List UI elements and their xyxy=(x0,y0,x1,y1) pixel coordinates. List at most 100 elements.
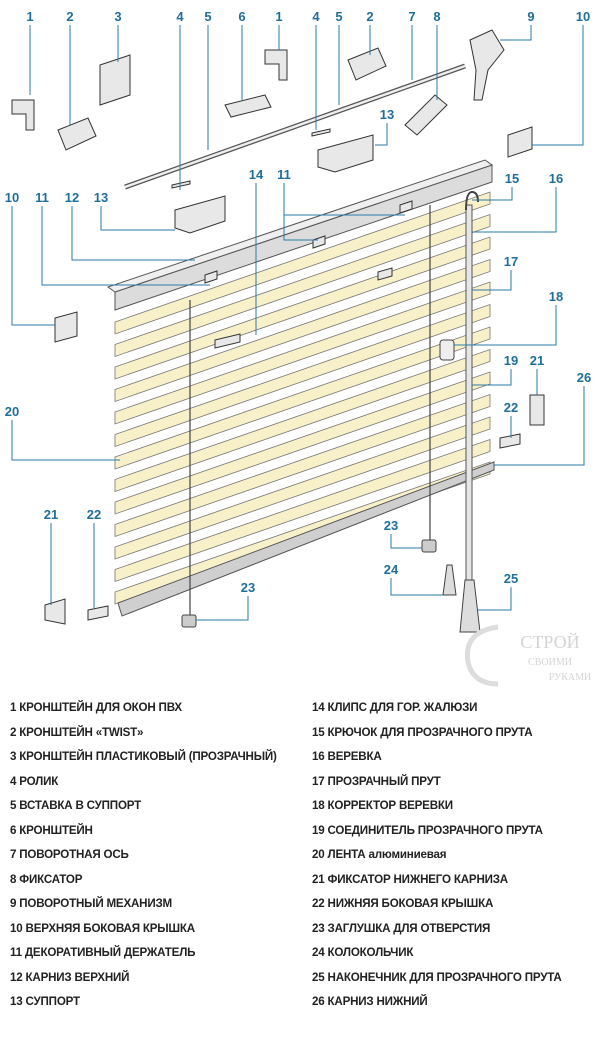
legend-item: 20 ЛЕНТА алюминиевая xyxy=(312,848,447,861)
top-end-cap-icon xyxy=(54,311,78,343)
support-icon xyxy=(317,134,374,173)
legend-item: 4 РОЛИК xyxy=(10,774,59,788)
callout-number: 9 xyxy=(527,9,534,24)
legend-item: 17 ПРОЗРАЧНЫЙ ПРУТ xyxy=(312,774,441,788)
bracket-icon xyxy=(224,94,272,118)
tilt-mechanism-icon xyxy=(469,29,505,101)
rod-tip xyxy=(459,579,481,633)
callout-number: 6 xyxy=(238,9,245,24)
slat xyxy=(114,213,491,358)
callout-number: 14 xyxy=(249,167,264,182)
legend-item: 9 ПОВОРОТНЫЙ МЕХАНИЗМ xyxy=(10,897,173,910)
legend-item: 26 КАРНИЗ НИЖНИЙ xyxy=(312,995,428,1008)
svg-text:СВОИМИ: СВОИМИ xyxy=(528,657,572,668)
callout-number: 19 xyxy=(504,353,518,368)
callout-number: 10 xyxy=(576,9,590,24)
callout-number: 26 xyxy=(577,370,591,385)
plug-icon xyxy=(421,539,437,553)
slat xyxy=(114,416,491,560)
slat xyxy=(114,371,491,515)
legend-item: 7 ПОВОРОТНАЯ ОСЬ xyxy=(10,848,129,861)
legend-item: 10 ВЕРХНЯЯ БОКОВАЯ КРЫШКА xyxy=(10,921,195,935)
rod-bell xyxy=(442,564,457,596)
callout-number: 20 xyxy=(5,404,19,419)
callout-number: 11 xyxy=(35,190,49,205)
slat xyxy=(114,236,491,380)
decorative-holder-icon xyxy=(399,200,413,214)
legend-item: 14 КЛИПС ДЛЯ ГОР. ЖАЛЮЗИ xyxy=(312,701,478,714)
callout-number: 23 xyxy=(384,518,398,533)
callout-number: 5 xyxy=(335,9,342,24)
plug-icon xyxy=(181,614,197,628)
roller-icon xyxy=(311,128,331,137)
callout-number: 12 xyxy=(65,190,79,205)
roller-icon xyxy=(171,180,191,189)
callout-number: 2 xyxy=(366,9,373,24)
legend-item: 22 НИЖНЯЯ БОКОВАЯ КРЫШКА xyxy=(312,897,494,910)
support-icon xyxy=(174,195,226,234)
callout-number: 5 xyxy=(204,9,211,24)
tilt-rod-highlight xyxy=(124,64,466,189)
legend-item: 3 КРОНШТЕЙН ПЛАСТИКОВЫЙ (ПРОЗРАЧНЫЙ) xyxy=(10,750,277,763)
bracket-pvc-icon xyxy=(11,99,35,131)
leader-lines xyxy=(11,25,585,621)
callout-number: 7 xyxy=(408,9,415,24)
callout-number: 11 xyxy=(277,167,291,182)
top-end-cap-icon xyxy=(507,126,533,158)
legend-item: 15 КРЮЧОК ДЛЯ ПРОЗРАЧНОГО ПРУТА xyxy=(312,725,533,739)
clip-icon xyxy=(214,333,241,349)
callout-number: 8 xyxy=(433,9,440,24)
legend-item: 19 СОЕДИНИТЕЛЬ ПРОЗРАЧНОГО ПРУТА xyxy=(312,823,543,837)
callout-number: 1 xyxy=(26,9,33,24)
callout-number: 2 xyxy=(66,9,73,24)
callout-number: 23 xyxy=(241,580,255,595)
bracket-plastic-icon xyxy=(99,54,131,106)
legend-item: 13 СУППОРТ xyxy=(10,995,80,1008)
decorative-holder-icon xyxy=(312,235,326,249)
slat xyxy=(114,393,491,538)
bottom-fixer-icon xyxy=(529,394,545,426)
callout-number: 22 xyxy=(87,507,101,522)
callout-number: 21 xyxy=(530,353,544,368)
legend-item: 8 ФИКСАТОР xyxy=(10,872,83,886)
callout-number: 13 xyxy=(380,107,394,122)
slat xyxy=(114,281,491,425)
callout-number: 22 xyxy=(504,400,518,415)
decorative-holder-icon xyxy=(377,267,393,281)
legend-item: 6 КРОНШТЕЙН xyxy=(10,823,93,837)
callout-number: 15 xyxy=(505,171,519,186)
callout-number: 10 xyxy=(5,190,19,205)
callout-number: 24 xyxy=(384,562,399,577)
slat xyxy=(114,326,491,470)
slats xyxy=(114,191,491,605)
legend-right-column: 14 КЛИПС ДЛЯ ГОР. ЖАЛЮЗИ 15 КРЮЧОК ДЛЯ П… xyxy=(312,700,562,1019)
legend-left-column: 1 КРОНШТЕЙН ДЛЯ ОКОН ПВХ 2 КРОНШТЕЙН «TW… xyxy=(10,700,277,1019)
bottom-end-cap-icon xyxy=(87,605,109,621)
callout-number: 17 xyxy=(504,254,518,269)
rod-hook xyxy=(465,190,479,211)
legend-item: 18 КОРРЕКТОР ВЕРЕВКИ xyxy=(312,799,453,812)
slat xyxy=(114,258,491,403)
callout-number: 13 xyxy=(94,190,108,205)
slat xyxy=(114,303,491,448)
legend-item: 23 ЗАГЛУШКА ДЛЯ ОТВЕРСТИЯ xyxy=(312,921,491,935)
legend-item: 1 КРОНШТЕЙН ДЛЯ ОКОН ПВХ xyxy=(10,701,182,714)
callout-number: 4 xyxy=(312,9,320,24)
legend-item: 2 КРОНШТЕЙН «TWIST» xyxy=(10,725,144,739)
legend-item: 5 ВСТАВКА В СУППОРТ xyxy=(10,799,142,812)
callout-number: 4 xyxy=(176,9,184,24)
slat xyxy=(114,191,491,335)
callout-number: 25 xyxy=(504,571,518,586)
callout-number: 21 xyxy=(44,507,58,522)
legend-item: 12 КАРНИЗ ВЕРХНИЙ xyxy=(10,970,130,984)
bottom-fixer-icon xyxy=(44,598,66,625)
transparent-rod xyxy=(465,204,473,606)
bracket-twist-icon xyxy=(57,117,97,151)
bracket-pvc-icon xyxy=(264,49,288,81)
svg-text:СТРОЙ: СТРОЙ xyxy=(520,632,579,652)
top-rail-top xyxy=(106,159,494,293)
lock-icon xyxy=(404,94,448,136)
watermark-logo: СТРОЙ СВОИМИ РУКАМИ xyxy=(464,624,591,687)
svg-text:РУКАМИ: РУКАМИ xyxy=(549,672,591,683)
